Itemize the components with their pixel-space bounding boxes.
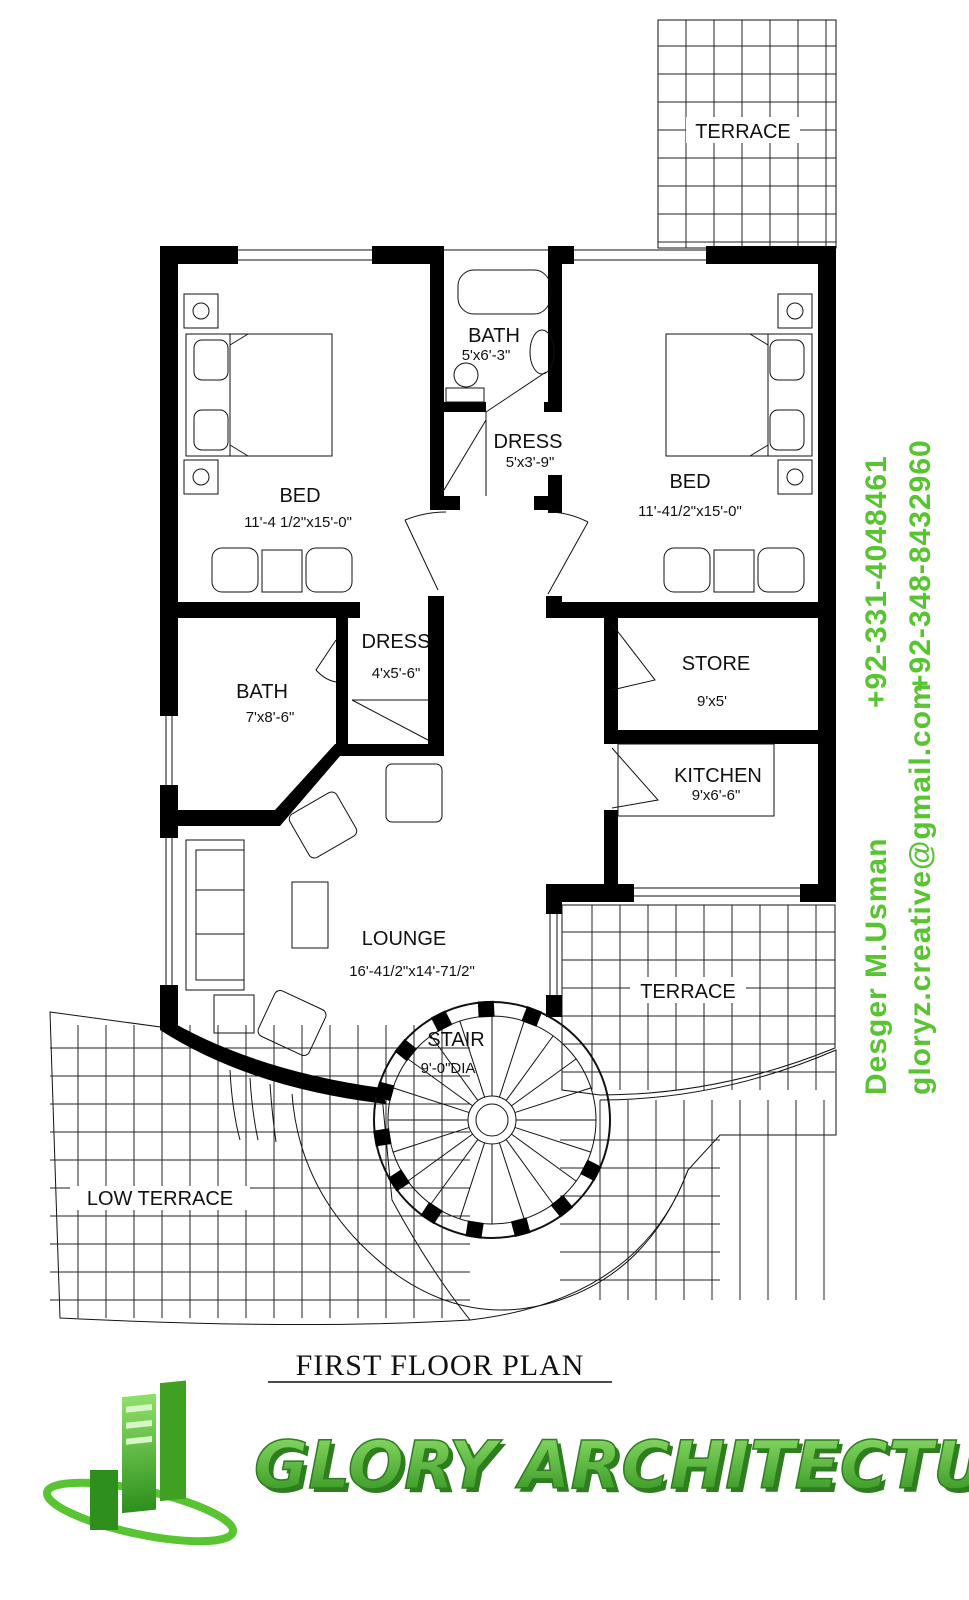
stair-wall-block [510,1217,531,1238]
dress-mid-label: DRESS [362,631,431,653]
dress-top-size: 5'x3'-9" [506,454,555,471]
stair-label: STAIR [427,1029,484,1051]
store-size: 9'x5' [697,693,727,710]
terrace-right-label: TERRACE [640,981,736,1003]
terrace-top-label: TERRACE [695,121,791,143]
kitchen-size: 9'x6'-6" [692,787,741,804]
stair-wall-block [373,1128,392,1147]
designer-name: Desger M.Usman [860,838,893,1095]
low-terrace: LOW TERRACE [49,1011,837,1326]
store-label: STORE [682,653,751,675]
low-terrace-label: LOW TERRACE [87,1188,233,1210]
doors [315,371,659,809]
stair-wall-block [550,1195,574,1218]
bed-right-size: 11'-41/2"x15'-0" [638,503,742,520]
stair-wall-block [465,1220,484,1239]
bed-left-size: 11'-4 1/2"x15'-0" [244,514,352,531]
terrace-right: TERRACE [561,904,836,1096]
stair-wall-block [420,1202,443,1225]
spiral-stair [373,1000,611,1239]
email: gloryz.creative@gmail.com [904,682,937,1095]
contact-block: Desger M.Usman +92-331-4048461 gloryz.cr… [860,439,937,1095]
bath-left-label: BATH [236,681,288,703]
lounge-size: 16'-41/2"x14'-71/2" [349,963,475,980]
fixtures [183,269,813,1143]
dress-mid-size: 4'x5'-6" [372,665,421,682]
phone-1: +92-331-4048461 [860,455,893,708]
bed-left-label: BED [279,485,320,507]
stair-wall-block [394,1038,417,1062]
bath-left-size: 7'x8'-6" [246,709,295,726]
dress-top-label: DRESS [494,431,563,453]
stair-wall-block [430,1010,453,1032]
phone-2: +92-348-8432960 [904,439,937,692]
stair-wall-block [387,1169,410,1192]
stair-wall-block [477,1000,495,1018]
room-labels: BED 11'-4 1/2"x15'-0" BATH 5'x6'-3" DRES… [236,325,762,1077]
stair-wall-block [374,1081,395,1102]
terrace-top: TERRACE [657,19,837,249]
stair-size: 9'-0"DIA [421,1060,476,1077]
bath-top-size: 5'x6'-3" [462,347,511,364]
bath-top-label: BATH [468,325,520,347]
building-logo-icon [42,1380,238,1546]
lounge-label: LOUNGE [362,928,446,950]
plan-title: FIRST FLOOR PLAN [296,1349,585,1382]
kitchen-label: KITCHEN [674,765,762,787]
stair-wall-block [580,1159,602,1182]
brand-name: GLORY ARCHITECTURE [254,1427,969,1504]
bed-right-label: BED [669,471,710,493]
stair-wall-block [521,1006,543,1027]
brand-name-shadow: GLORY ARCHITECTURE [258,1431,969,1508]
walls [160,246,836,1104]
